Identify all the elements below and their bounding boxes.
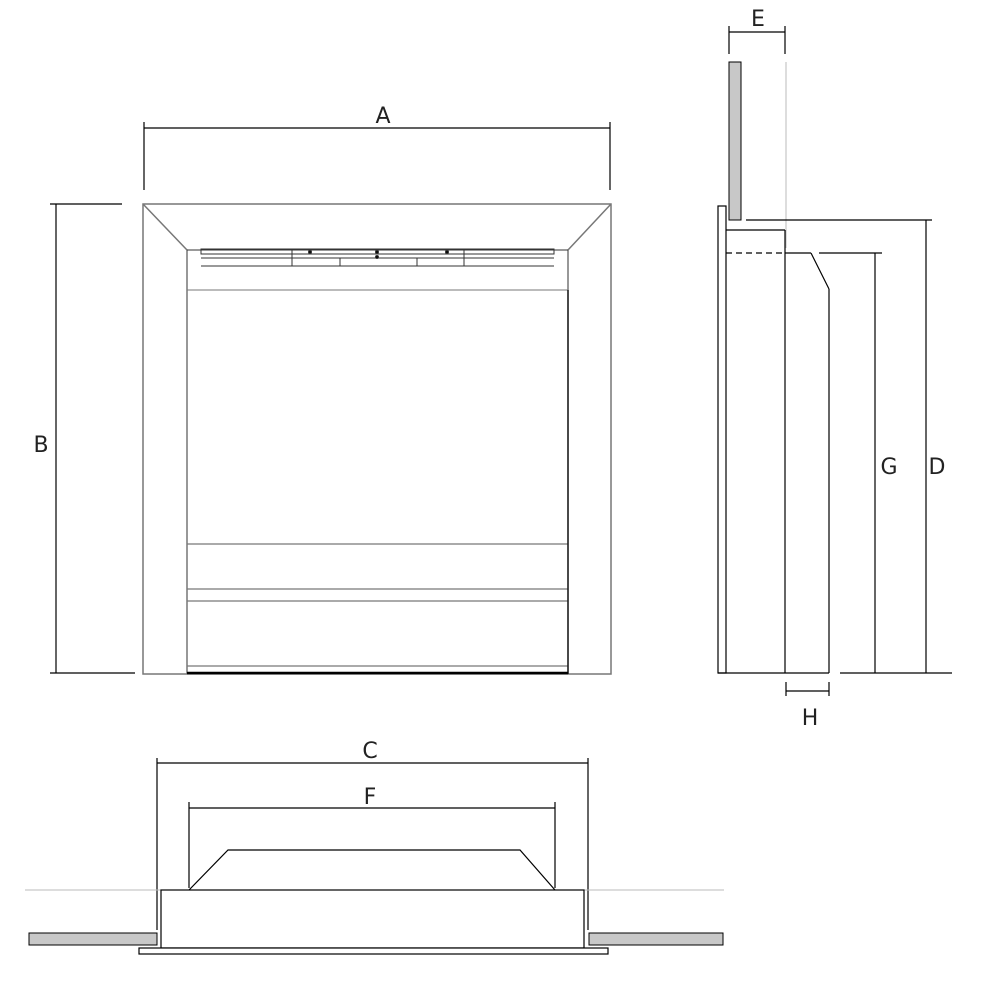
fire-body (160, 889, 585, 949)
firebox-outline (188, 849, 556, 891)
side-body (717, 205, 932, 674)
label-a: A (375, 104, 390, 129)
front-view: A B (33, 104, 612, 675)
dimension-h (785, 682, 830, 696)
wall-left (28, 932, 158, 946)
label-c: C (362, 739, 377, 764)
label-e: E (751, 7, 765, 32)
label-h: H (802, 706, 819, 731)
label-f: F (364, 785, 377, 810)
dimension-a (143, 122, 611, 190)
label-g: G (880, 455, 897, 480)
dimension-c (156, 758, 589, 930)
dimension-e (728, 26, 786, 54)
front-plate (138, 947, 609, 955)
fire-surround-frame (142, 203, 612, 675)
plan-view: C F (25, 739, 724, 955)
wall-right (588, 932, 724, 946)
wall-panel (728, 61, 742, 221)
label-d: D (929, 455, 946, 480)
dimension-f (188, 802, 556, 888)
dimension-b (50, 203, 135, 674)
dimension-d (840, 220, 952, 674)
front-panels (187, 290, 569, 675)
top-trim (187, 248, 568, 291)
side-view: E G (717, 7, 952, 731)
label-b: B (33, 433, 48, 458)
